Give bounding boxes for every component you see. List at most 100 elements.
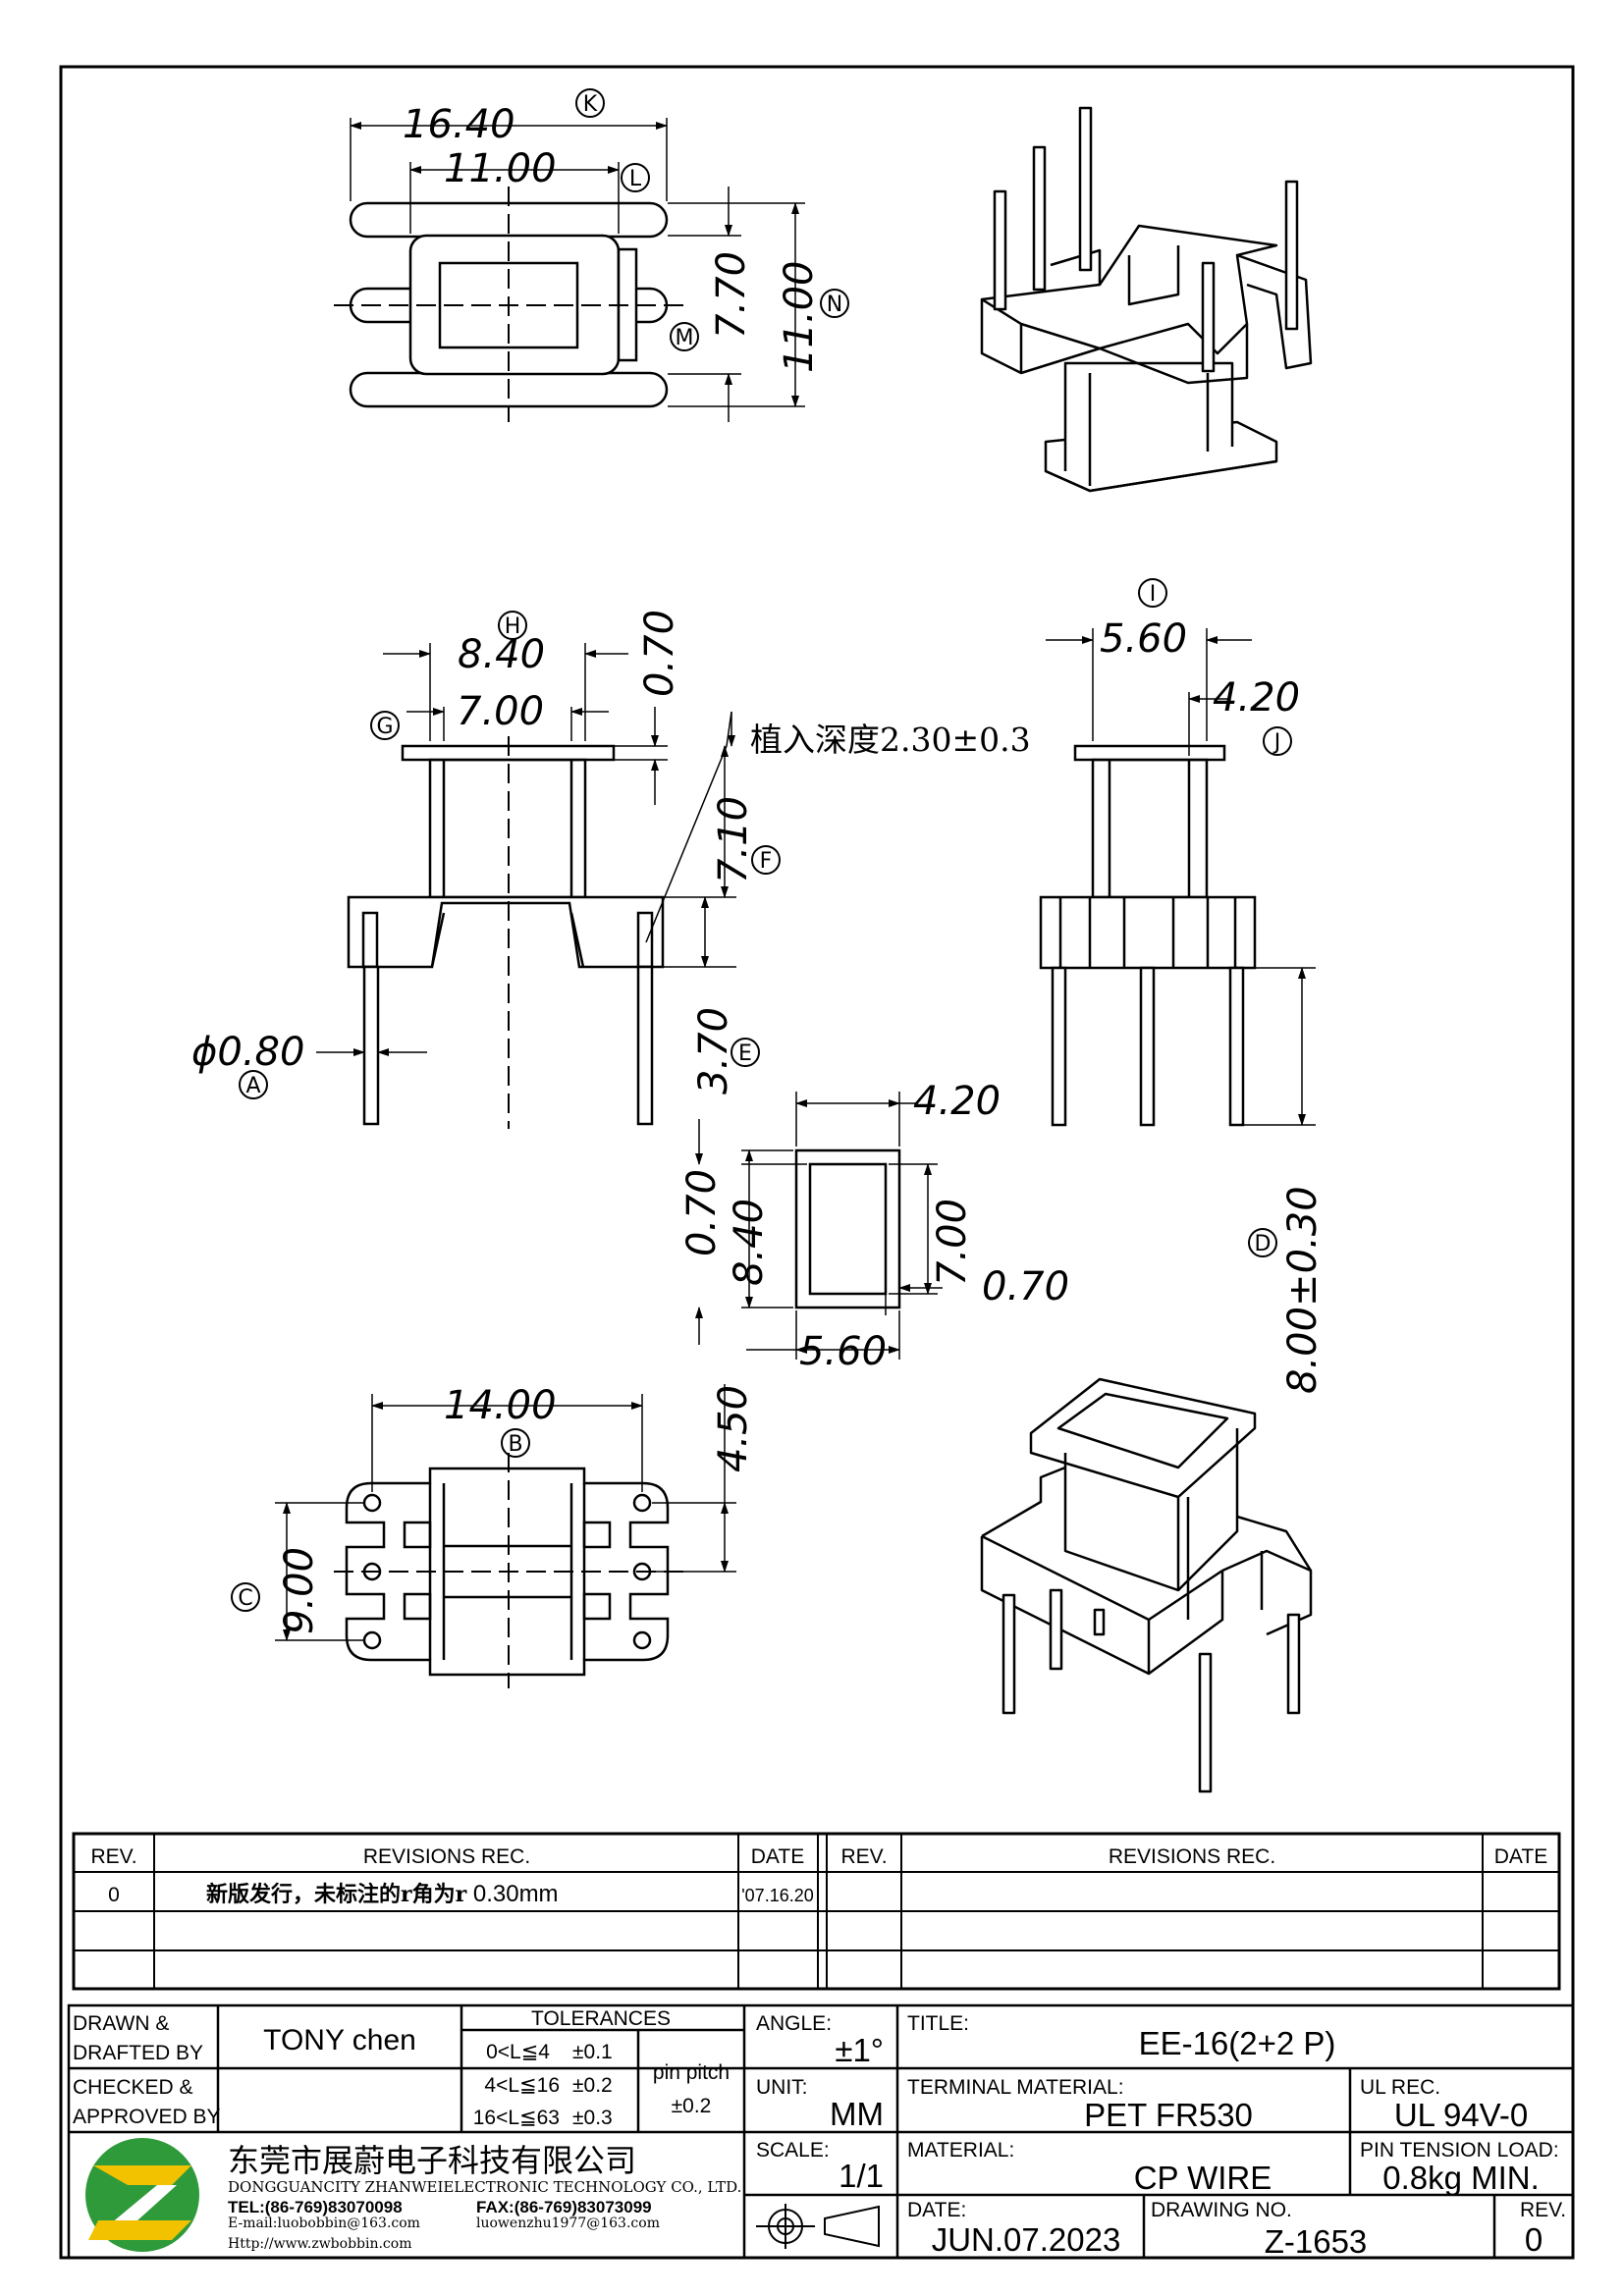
insert-depth-note: 植入深度2.30±0.3 [750,721,1031,759]
revision-table [72,1832,1561,1991]
date-label: DATE: [907,2199,966,2221]
material-label: MATERIAL: [907,2139,1014,2162]
title-label: TITLE: [907,2012,969,2035]
dim-d: 8.00±0.30 [1280,1186,1326,1394]
svg-text:H: H [505,614,521,639]
drawing-no-value: Z-1653 [1265,2223,1368,2260]
callout-k: K [575,88,605,118]
svg-text:J: J [1272,730,1281,755]
svg-text:L: L [629,167,642,191]
dim-h-wall: 0.70 [637,610,682,697]
tolerances-label: TOLERANCES [531,2007,671,2030]
front-view [316,643,736,1129]
pin-pitch-label: pin pitch [653,2061,730,2084]
dim-j: 4.20 [1213,675,1300,721]
callout-h: H [498,611,527,640]
tol-value-0: ±0.1 [572,2041,613,2063]
dim-a: ϕ0.80 [191,1030,304,1075]
angle-label: ANGLE: [756,2012,832,2035]
tol-range-0: 0<L≦4 [486,2041,550,2063]
dim-l: 11.00 [444,146,557,191]
iso-view-bottom [980,1377,1313,1793]
pin-pitch-value: ±0.2 [672,2095,712,2117]
checked-label-2: APPROVED BY [73,2106,221,2128]
tol-range-1: 4<L≦16 [484,2074,560,2097]
callout-n: N [820,289,849,318]
callout-l: L [621,163,650,192]
material-value: CP WIRE [1134,2160,1272,2196]
dim-f: 7.10 [711,796,756,883]
date-value: JUN.07.2023 [932,2221,1121,2258]
iso-view-top [980,106,1313,493]
dim-sec-right-wall: 0.70 [982,1264,1069,1309]
callout-b: B [501,1428,530,1458]
svg-text:K: K [583,92,598,117]
tol-value-1: ±0.2 [572,2074,613,2097]
dim-sec-height: 8.40 [727,1199,772,1286]
callout-f: F [751,845,781,875]
drawn-label-1: DRAWN & [73,2012,169,2035]
svg-text:N: N [827,293,842,317]
top-view [334,118,805,422]
rev-header-date-right: DATE [1494,1845,1547,1868]
terminal-material-value: PET FR530 [1084,2097,1253,2133]
unit-value: MM [830,2096,884,2132]
callout-d: D [1248,1228,1277,1257]
pin-tension-value: 0.8kg MIN. [1382,2160,1540,2196]
section-view [695,1092,943,1360]
angle-value: ±1° [835,2032,884,2068]
svg-text:E: E [738,1041,752,1066]
third-angle-projection-icon [756,2204,880,2249]
company-logo [85,2138,199,2252]
svg-text:G: G [376,715,393,739]
dim-h: 8.40 [458,632,545,677]
rev-header-date-left: DATE [751,1845,804,1868]
company-email-2: luowenzhu1977@163.com [476,2216,660,2231]
rev-header-rev-left: REV. [90,1845,136,1868]
drawing-no-label: DRAWING NO. [1151,2199,1292,2221]
rev-value: 0 [1525,2221,1543,2258]
svg-text:I: I [1150,582,1157,607]
callout-a: A [239,1070,268,1099]
company-email: E-mail:luobobbin@163.com [228,2216,420,2231]
callout-m: M [670,322,699,351]
svg-text:D: D [1255,1232,1272,1256]
ul-rec-value: UL 94V-0 [1394,2097,1528,2133]
callout-e: E [731,1038,760,1067]
scale-value: 1/1 [839,2158,884,2194]
company-name-en: DONGGUANCITY ZHANWEIELECTRONIC TECHNOLOG… [228,2178,741,2196]
rev-row-0-date: '07.16.20 [741,1886,814,1905]
tol-range-2: 16<L≦63 [473,2107,560,2129]
callout-i: I [1138,578,1167,608]
rev-row-0-text: 新版发行，未标注的r角为r 0.30mm [206,1881,559,1907]
unit-label: UNIT: [756,2076,808,2099]
dim-n: 11.00 [777,260,822,373]
company-fax: FAX:(86-769)83073099 [476,2198,652,2216]
dim-c: 9.00 [277,1547,322,1634]
rev-label: REV. [1520,2199,1566,2221]
rev-row-0-rev: 0 [108,1884,120,1906]
callout-c: C [231,1582,260,1612]
dim-m: 7.70 [709,251,754,339]
company-name-cn: 东莞市展蔚电子科技有限公司 [228,2142,636,2179]
drawn-by-value: TONY chen [263,2024,416,2056]
scale-label: SCALE: [756,2139,830,2162]
ul-rec-label: UL REC. [1360,2076,1440,2099]
callout-g: G [370,711,400,740]
drawn-label-2: DRAFTED BY [73,2042,203,2064]
pin-tension-label: PIN TENSION LOAD: [1360,2139,1559,2162]
dim-sec-inner: 7.00 [930,1199,975,1286]
bottom-view [275,1384,736,1688]
svg-text:A: A [245,1074,260,1098]
checked-label-1: CHECKED & [73,2076,193,2099]
svg-text:M: M [676,326,694,350]
rev-header-revisions-left: REVISIONS REC. [363,1845,530,1868]
title-block [67,2003,1575,2260]
svg-text:C: C [238,1586,252,1611]
dim-e: 3.70 [691,1007,736,1095]
svg-text:B: B [508,1432,522,1457]
company-tel: TEL:(86-769)83070098 [228,2198,403,2216]
company-website: Http://www.zwbobbin.com [228,2236,411,2252]
title-value: EE-16(2+2 P) [1139,2025,1336,2061]
